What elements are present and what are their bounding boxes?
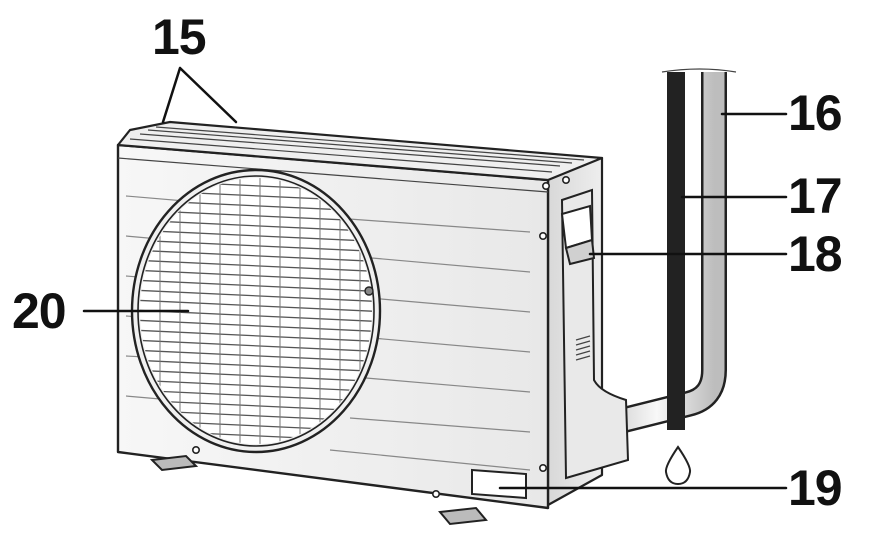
unit-foot-right: [438, 506, 488, 526]
callout-20: 20: [12, 283, 66, 339]
water-drop-icon: [664, 445, 692, 486]
callout-19: 19: [788, 460, 842, 516]
callout-labels: 15 16 17 18 19 20: [12, 9, 843, 516]
leader-lines: [82, 66, 788, 490]
cover-vents: [575, 335, 591, 361]
nameplate: [471, 468, 527, 500]
refrigerant-pipes: [596, 68, 737, 439]
unit-foot-left: [149, 454, 199, 472]
callout-15: 15: [152, 9, 206, 65]
top-outlet-slats: [129, 126, 585, 173]
panel-screws: [192, 176, 570, 498]
callout-18: 18: [788, 226, 842, 282]
callout-17: 17: [788, 168, 842, 224]
gas-pipe: [596, 72, 727, 439]
outdoor-unit: [116, 120, 630, 526]
leader-15: [161, 66, 238, 124]
callout-16: 16: [788, 85, 842, 141]
